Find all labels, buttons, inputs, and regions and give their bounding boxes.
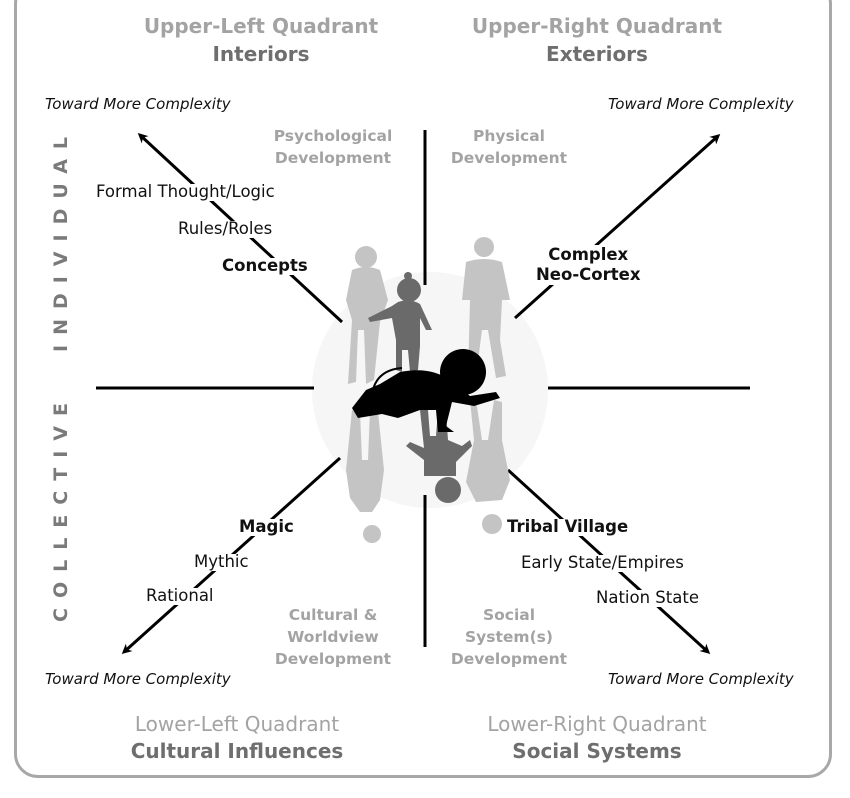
man-reflection-icon bbox=[466, 400, 510, 534]
toddler-reflection-icon bbox=[406, 410, 472, 503]
psychological-development-label: Psychological Development bbox=[273, 127, 393, 167]
stage-concepts: Concepts bbox=[220, 256, 310, 275]
physical-development-label: Physical Development bbox=[450, 127, 568, 167]
cultural-worldview-development-label: Cultural & Worldview Development bbox=[274, 606, 392, 668]
crawling-baby-icon bbox=[352, 349, 500, 432]
stage-magic: Magic bbox=[237, 517, 296, 536]
upper-left-toward-label: Toward More Complexity bbox=[45, 95, 231, 113]
stage-tribal-village: Tribal Village bbox=[505, 517, 631, 536]
upper-left-quadrant-subtitle: Interiors bbox=[212, 42, 310, 66]
upper-right-quadrant-title: Upper-Right Quadrant bbox=[471, 14, 723, 38]
social-systems-development-label: Social System(s) Development bbox=[450, 606, 568, 668]
lower-left-quadrant-title: Lower-Left Quadrant bbox=[134, 712, 340, 736]
stage-nation-state: Nation State bbox=[594, 588, 701, 607]
lower-left-toward-label: Toward More Complexity bbox=[45, 670, 231, 688]
upper-right-quadrant-subtitle: Exteriors bbox=[546, 42, 648, 66]
stage-early-state-empires: Early State/Empires bbox=[519, 553, 686, 572]
lower-right-toward-label: Toward More Complexity bbox=[608, 670, 794, 688]
man-figure-icon bbox=[462, 237, 510, 378]
arrow-upper-right bbox=[513, 133, 721, 320]
stage-complex-neo-cortex: Complex Neo-Cortex bbox=[536, 245, 641, 285]
stage-rules-roles: Rules/Roles bbox=[176, 219, 275, 238]
upper-left-quadrant-title: Upper-Left Quadrant bbox=[143, 14, 379, 38]
stage-mythic: Mythic bbox=[192, 552, 251, 571]
woman-reflection-icon bbox=[346, 410, 384, 543]
stage-formal-thought-logic: Formal Thought/Logic bbox=[94, 182, 277, 201]
diagram-frame bbox=[14, 0, 832, 778]
upper-right-toward-label: Toward More Complexity bbox=[608, 95, 794, 113]
lower-left-quadrant-subtitle: Cultural Influences bbox=[130, 739, 344, 763]
lower-right-quadrant-subtitle: Social Systems bbox=[512, 739, 682, 763]
toddler-figure-icon bbox=[368, 272, 432, 372]
lower-right-quadrant-title: Lower-Right Quadrant bbox=[487, 712, 707, 736]
woman-figure-icon bbox=[346, 246, 388, 384]
collective-axis-label: COLLECTIVE bbox=[50, 393, 72, 622]
stage-rational: Rational bbox=[144, 586, 216, 605]
individual-axis-label: INDIVIDUAL bbox=[50, 126, 72, 352]
